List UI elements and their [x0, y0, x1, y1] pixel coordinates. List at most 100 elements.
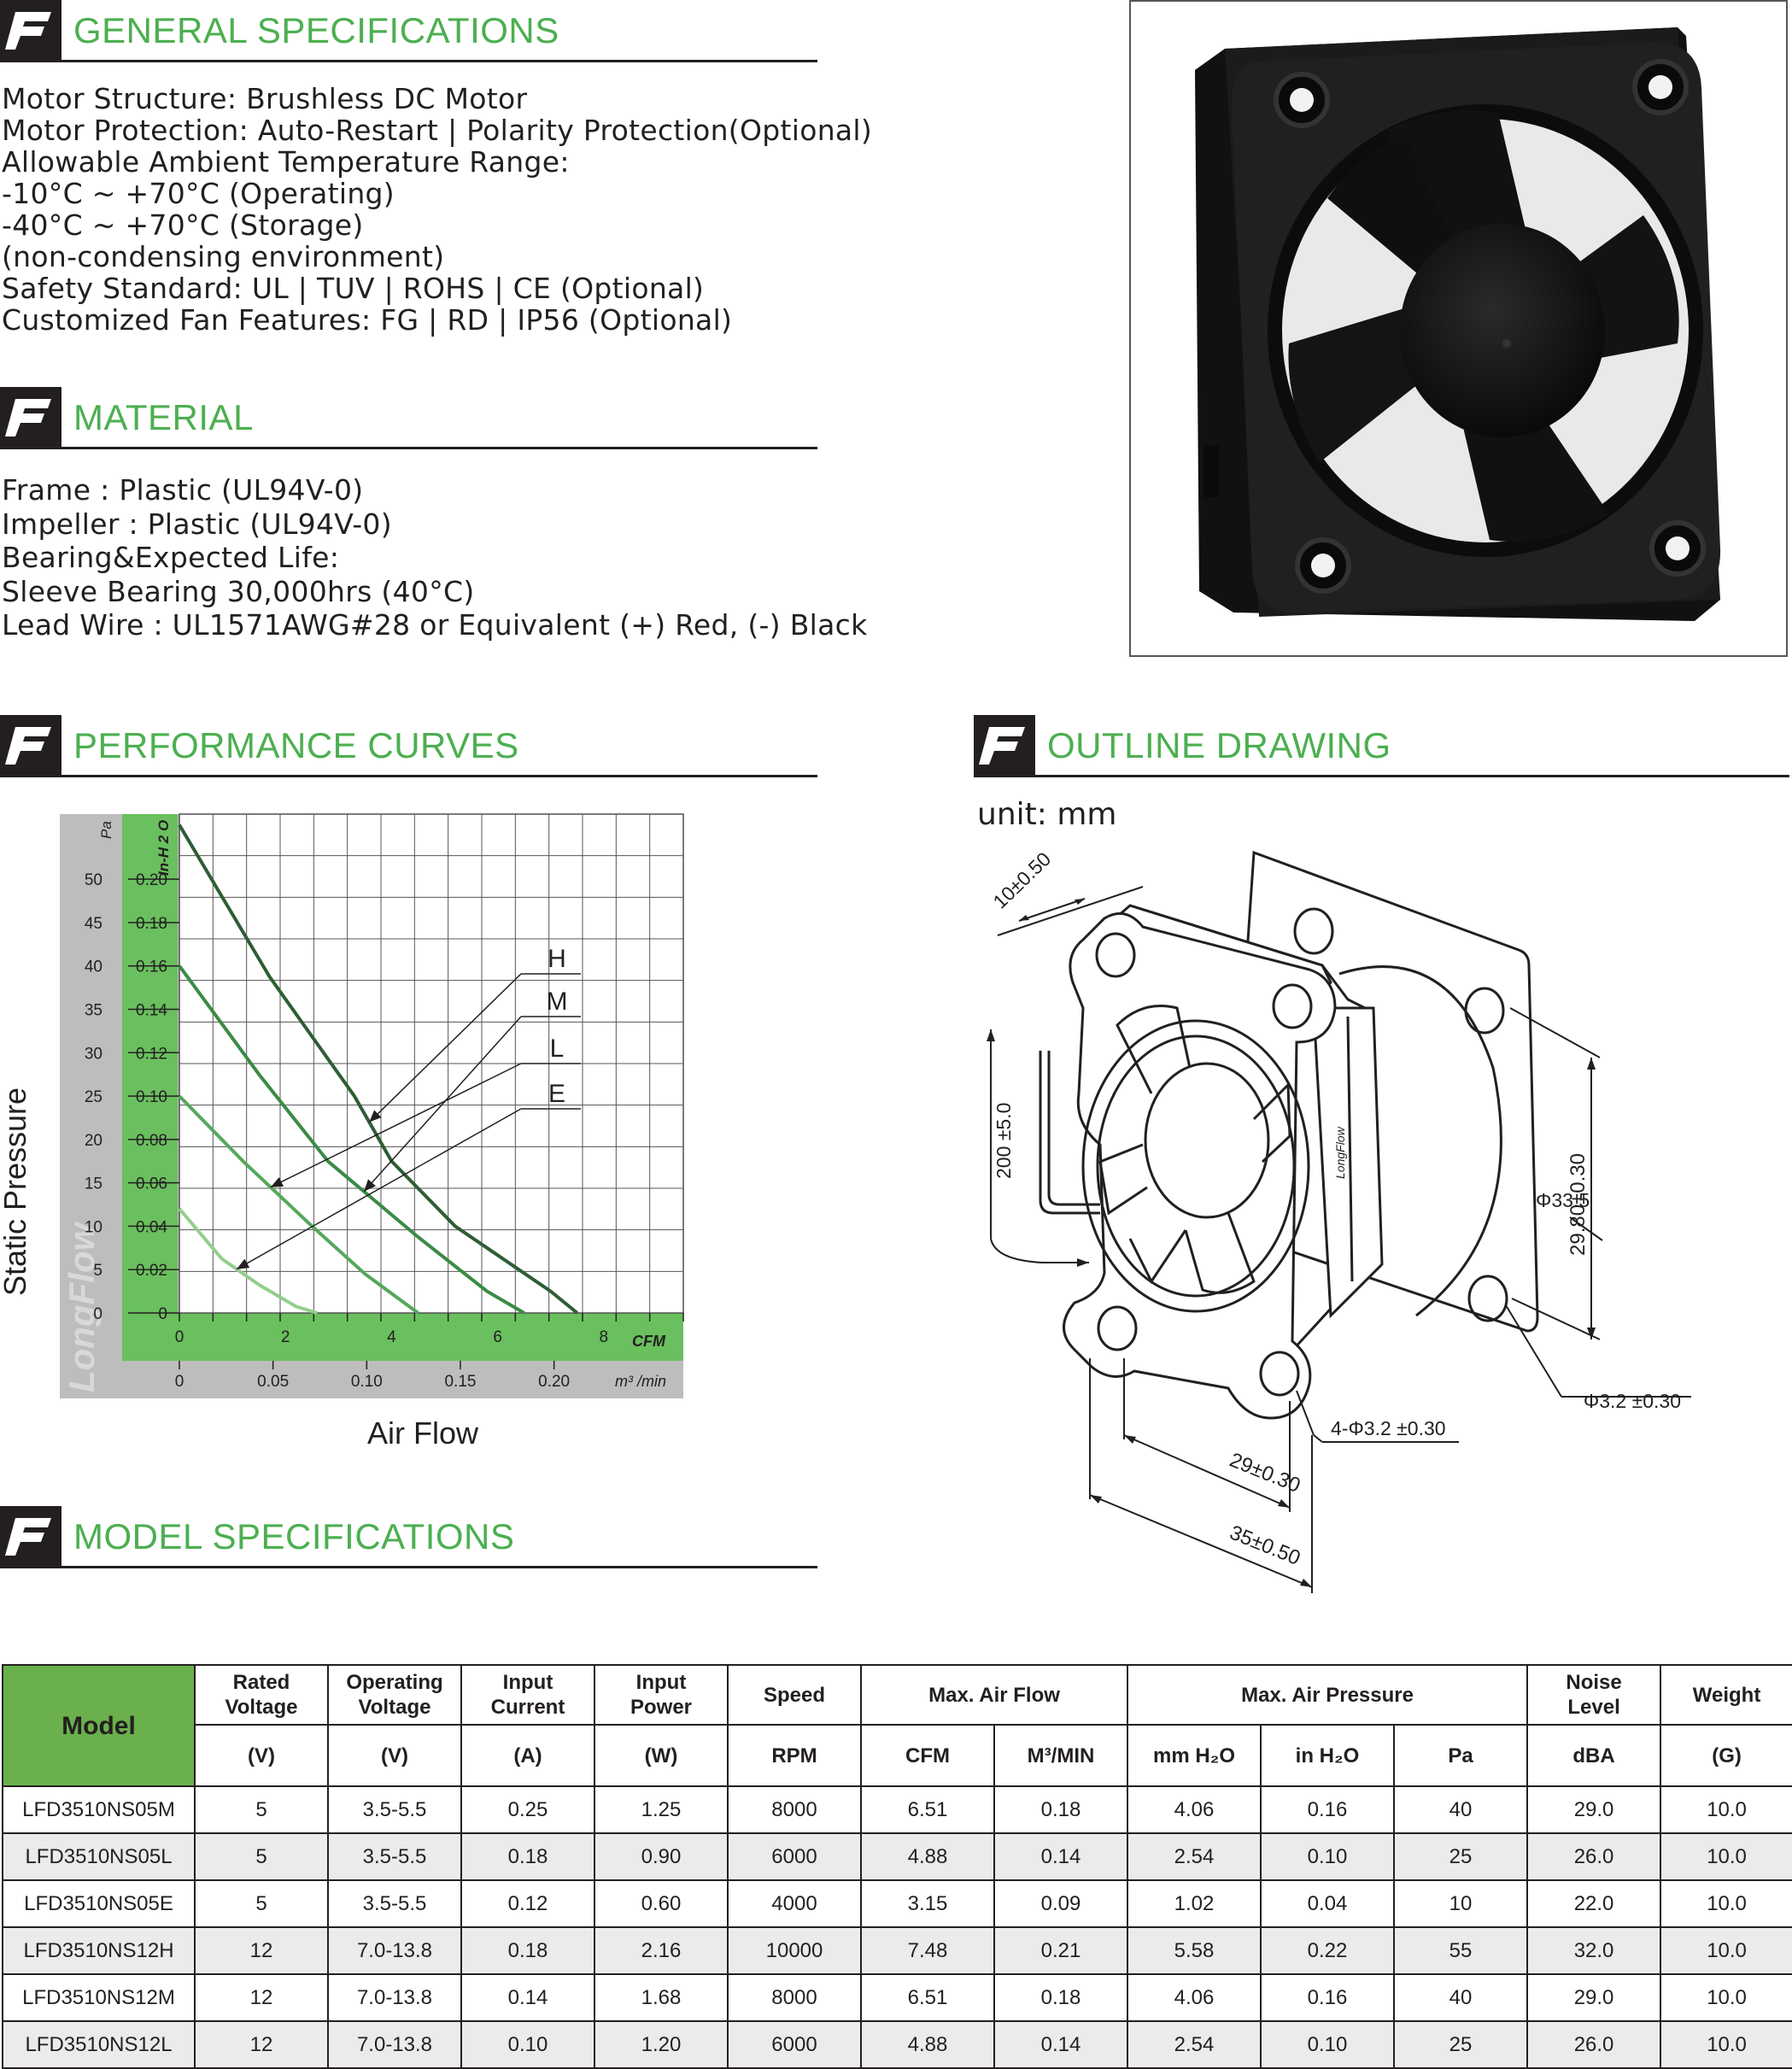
- x-tick-label-m3: 0.05: [257, 1373, 289, 1391]
- brand-logo-icon: [0, 0, 61, 62]
- value-cell: 8000: [727, 1973, 862, 2022]
- callout-arrow: [364, 1179, 376, 1192]
- y-tick-label: 0.12: [136, 1045, 167, 1063]
- value-cell: 4.06: [1127, 1785, 1262, 1834]
- header-model: Model: [2, 1664, 196, 1787]
- value-cell: 4.06: [1127, 1973, 1262, 2022]
- value-cell: 0.14: [460, 1973, 595, 2022]
- spec-line: -40°C ~ +70°C (Storage): [2, 208, 364, 242]
- material-line: Frame : Plastic (UL94V-0): [2, 473, 364, 507]
- section-title: GENERAL SPECIFICATIONS: [73, 10, 559, 50]
- value-cell: 2.16: [594, 1926, 729, 1975]
- watermark: LongFlow: [61, 1221, 102, 1392]
- value-cell: 10.0: [1660, 1785, 1792, 1834]
- side-brand-text: LongFlow: [1333, 1126, 1347, 1179]
- x-tick-label-m3: 0: [175, 1373, 184, 1391]
- model-cell: LFD3510NS12L: [2, 2020, 196, 2069]
- x-tick-label: 6: [493, 1328, 502, 1346]
- unit-cell: M³/MIN: [993, 1724, 1129, 1787]
- header-cell: Speed: [727, 1664, 862, 1726]
- value-cell: 7.0-13.8: [327, 1926, 462, 1975]
- value-cell: 12: [194, 1973, 329, 2022]
- header-cell: Max. Air Flow: [859, 1664, 1129, 1726]
- spec-line: Allowable Ambient Temperature Range:: [2, 145, 570, 179]
- value-cell: 0.14: [993, 2020, 1129, 2069]
- dim-wire: 200 ±5.0: [993, 1103, 1015, 1179]
- x-tick-label-m3: 0.20: [538, 1373, 570, 1391]
- product-photo: [1129, 0, 1788, 657]
- model-cell: LFD3510NS12M: [2, 1973, 196, 2022]
- value-cell: 12: [194, 1926, 329, 1975]
- section-divider: [0, 775, 817, 777]
- series-line-E: [178, 1207, 319, 1315]
- y-tick-label-pa: 20: [85, 1132, 102, 1150]
- section-material-header: MATERIAL: [0, 387, 820, 449]
- value-cell: 7.0-13.8: [327, 2020, 462, 2069]
- unit-cell: CFM: [860, 1724, 995, 1787]
- brand-logo-icon: [0, 715, 61, 777]
- unit-cell: in H₂O: [1260, 1724, 1396, 1787]
- table-unit-row: (V) (V) (A) (W) RPM CFM M³/MIN mm H₂O in…: [3, 1724, 1792, 1787]
- y-ticks: 000.0250.04100.06150.08200.10250.12300.1…: [85, 871, 179, 1323]
- callout-line: [236, 1108, 522, 1270]
- y-tick-label-pa: 35: [85, 1002, 102, 1020]
- y-tick-label: 0.16: [136, 958, 167, 976]
- header-cell: Operating Voltage: [327, 1664, 462, 1726]
- series-label-E: E: [548, 1080, 565, 1108]
- value-cell: 55: [1393, 1926, 1529, 1975]
- dim-depth: 10±0.50: [988, 847, 1055, 912]
- y-tick-label: 0.06: [136, 1175, 167, 1193]
- model-spec-table: Model Rated Voltage Operating Voltage In…: [2, 1664, 1792, 2069]
- value-cell: 0.16: [1260, 1973, 1396, 2022]
- dim-hole-dia: Φ3.2 ±0.30: [1584, 1390, 1681, 1412]
- grid: [179, 813, 684, 1314]
- spec-line: (non-condensing environment): [2, 240, 445, 273]
- header-cell: Input Power: [594, 1664, 729, 1726]
- value-cell: 12: [194, 2020, 329, 2069]
- value-cell: 25: [1393, 1832, 1529, 1881]
- header-text: Max. Air Pressure: [1241, 1683, 1414, 1707]
- y-tick-label: 0.10: [136, 1088, 167, 1106]
- value-cell: 6000: [727, 2020, 862, 2069]
- y-tick-label: 0.04: [136, 1218, 167, 1236]
- unit-label: unit: mm: [977, 797, 1117, 832]
- value-cell: 10: [1393, 1879, 1529, 1928]
- value-cell: 3.5-5.5: [327, 1879, 462, 1928]
- value-cell: 1.25: [594, 1785, 729, 1834]
- x-tick-label-m3: 0.15: [444, 1373, 476, 1391]
- value-cell: 0.04: [1260, 1879, 1396, 1928]
- dim-holes4: 4-Φ3.2 ±0.30: [1331, 1417, 1446, 1439]
- series-label-H: H: [548, 945, 566, 973]
- y-tick-label: 0.02: [136, 1262, 167, 1280]
- section-divider: [0, 60, 817, 62]
- dim-size: 35±0.50: [1227, 1521, 1303, 1570]
- brand-logo-icon: [0, 1506, 61, 1568]
- value-cell: 0.16: [1260, 1785, 1396, 1834]
- series-line-M: [178, 964, 525, 1315]
- material-line: Lead Wire : UL1571AWG#28 or Equivalent (…: [2, 608, 868, 642]
- value-cell: 6.51: [860, 1785, 995, 1834]
- value-cell: 10.0: [1660, 1926, 1792, 1975]
- value-cell: 1.20: [594, 2020, 729, 2069]
- x-tick-label-m3: 0.10: [351, 1373, 383, 1391]
- unit-cell: RPM: [727, 1724, 862, 1787]
- section-divider: [0, 447, 817, 449]
- value-cell: 10.0: [1660, 2020, 1792, 2069]
- spec-line: Safety Standard: UL | TUV | ROHS | CE (O…: [2, 272, 705, 305]
- value-cell: 7.48: [860, 1926, 995, 1975]
- y-tick-label: 0.08: [136, 1132, 167, 1150]
- dim-hole-pitch-h: 29±0.30: [1227, 1449, 1303, 1498]
- header-text: Input Current: [490, 1671, 565, 1719]
- material-line: Sleeve Bearing 30,000hrs (40°C): [2, 574, 475, 608]
- material-line: Bearing&Expected Life:: [2, 541, 340, 574]
- value-cell: 5: [194, 1785, 329, 1834]
- model-cell: LFD3510NS05E: [2, 1879, 196, 1928]
- header-cell: Rated Voltage: [194, 1664, 329, 1726]
- value-cell: 26.0: [1526, 1832, 1662, 1881]
- unit-cell: mm H₂O: [1127, 1724, 1262, 1787]
- section-divider: [0, 1566, 817, 1568]
- material-line: Impeller : Plastic (UL94V-0): [2, 507, 392, 541]
- section-performance-header: PERFORMANCE CURVES: [0, 715, 820, 777]
